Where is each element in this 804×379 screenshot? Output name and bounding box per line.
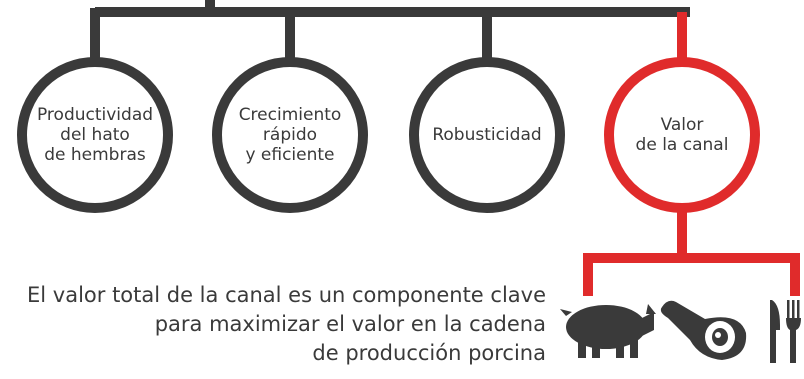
- circle-productividad: [17, 57, 173, 213]
- label-line: de la canal: [635, 135, 729, 155]
- caption: El valor total de la canal es un compone…: [0, 281, 546, 368]
- caption-line: El valor total de la canal es un compone…: [27, 283, 546, 307]
- circle-robusticidad: [409, 57, 565, 213]
- label-crecimiento: Crecimiento rápido y eficiente: [220, 95, 360, 175]
- label-line: Robusticidad: [432, 125, 542, 145]
- caption-line: de producción porcina: [312, 341, 546, 365]
- label-line: Productividad: [36, 105, 154, 125]
- pig-icon: [560, 304, 656, 358]
- label-robusticidad: Robusticidad: [417, 95, 557, 175]
- circle-crecimiento: [212, 57, 368, 213]
- label-line: Valor: [660, 115, 704, 135]
- label-productividad: Productividad del hato de hembras: [25, 95, 165, 175]
- label-line: del hato: [60, 125, 130, 145]
- label-line: rápido: [262, 125, 318, 145]
- connector-tree: [90, 0, 690, 64]
- label-line: y eficiente: [245, 145, 335, 165]
- caption-line: para maximizar el valor en la cadena: [154, 312, 546, 336]
- knife-fork-icon: [770, 300, 801, 363]
- label-line: Crecimiento: [238, 105, 342, 125]
- label-valor-canal: Valor de la canal: [612, 95, 752, 175]
- accent-bracket: [583, 208, 800, 296]
- label-line: de hembras: [44, 145, 146, 165]
- ham-icon: [660, 300, 747, 360]
